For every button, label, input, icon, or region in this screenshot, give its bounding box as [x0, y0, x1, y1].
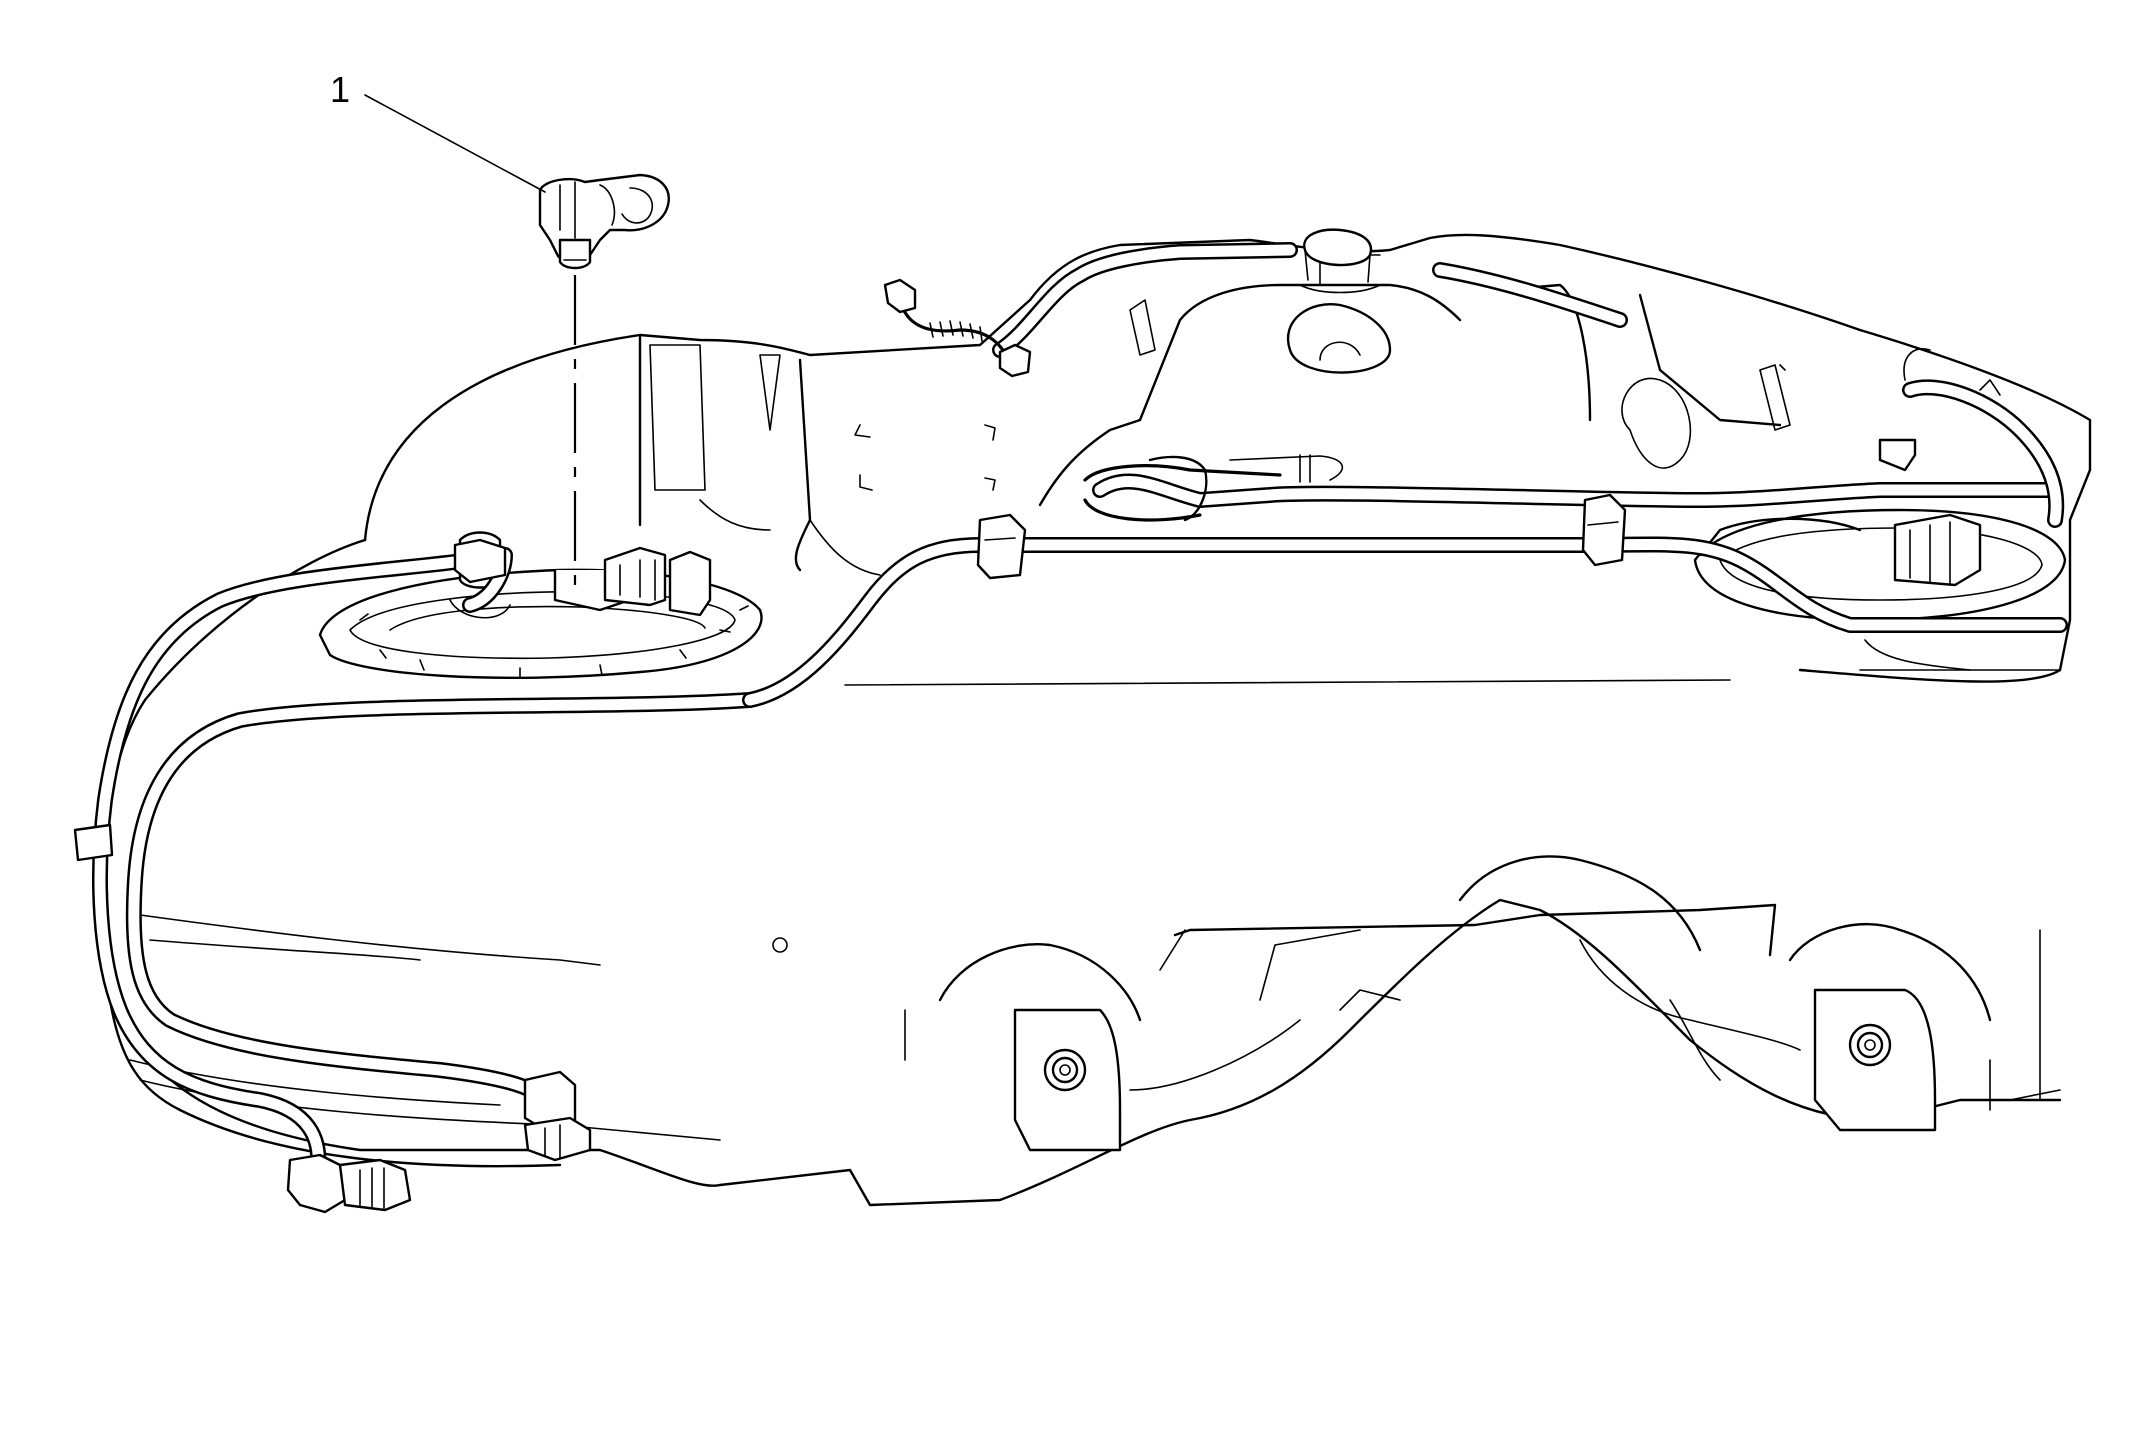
- fuel-tank-pressure-sensor: [538, 173, 670, 270]
- tank-straps: [772, 855, 2061, 1152]
- line-clips: [73, 493, 1627, 862]
- fuel-pump-module-left: [318, 531, 763, 680]
- callout-number-1: 1: [330, 69, 350, 110]
- fuel-lines: [92, 242, 2068, 1173]
- fuel-pump-module-right: [1693, 438, 2067, 622]
- electrical-connectors: [286, 1070, 592, 1214]
- callout-leader-line: [364, 94, 546, 193]
